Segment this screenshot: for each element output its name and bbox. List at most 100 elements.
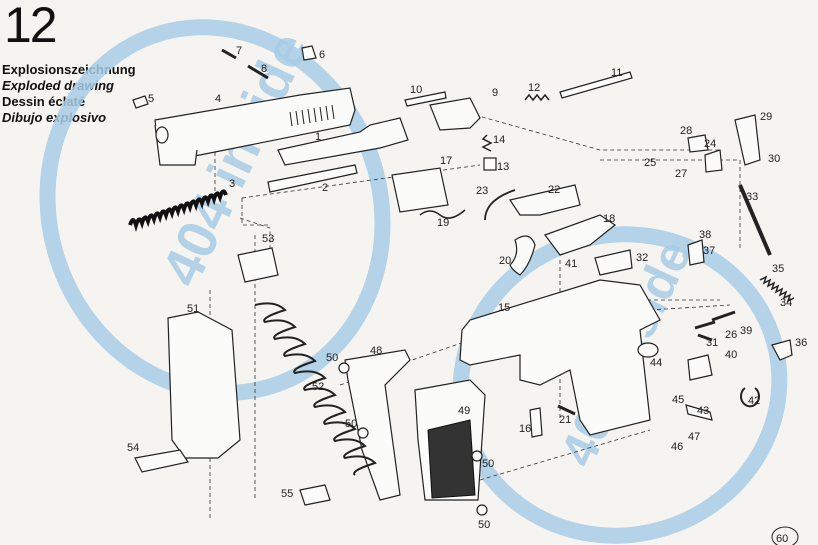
- part-labels: 7 8 6 5 4 10 9 12 11 29 28 24 30 1 14 13…: [127, 45, 807, 531]
- part-24: [704, 149, 723, 173]
- part-52: [254, 302, 377, 476]
- label-50-c: 50: [482, 458, 494, 470]
- label-54: 54: [127, 442, 139, 454]
- part-29: [734, 114, 761, 166]
- label-21: 21: [559, 414, 571, 426]
- label-17: 17: [440, 155, 452, 167]
- part-36: [771, 339, 793, 361]
- part-42: [740, 387, 760, 408]
- part-magazine: [167, 311, 241, 459]
- label-25: 25: [644, 157, 656, 169]
- label-22: 22: [548, 184, 560, 196]
- label-8: 8: [261, 63, 267, 75]
- label-16: 16: [519, 423, 531, 435]
- label-1: 1: [315, 131, 321, 143]
- part-14: [481, 134, 493, 152]
- label-6: 6: [319, 49, 325, 61]
- label-27: 27: [675, 168, 687, 180]
- part-16: [529, 407, 543, 438]
- part-recoil-spring: [128, 189, 228, 232]
- label-53: 53: [262, 233, 274, 245]
- part-guide-rod: [267, 164, 358, 193]
- label-45: 45: [672, 394, 684, 406]
- part-50-d: [476, 504, 488, 516]
- label-12: 12: [528, 82, 540, 94]
- label-41: 41: [565, 258, 577, 270]
- label-30: 30: [768, 153, 780, 165]
- label-47: 47: [688, 431, 700, 443]
- page-number-circle: [771, 526, 799, 545]
- label-15: 15: [498, 302, 510, 314]
- page-number: 60: [771, 526, 799, 545]
- label-51: 51: [187, 303, 199, 315]
- part-18: [544, 214, 617, 256]
- part-slide: [154, 87, 356, 166]
- label-29: 29: [760, 111, 772, 123]
- label-48: 48: [370, 345, 382, 357]
- label-19: 19: [437, 217, 449, 229]
- part-50-a: [338, 362, 350, 374]
- label-4: 4: [215, 93, 221, 105]
- part-19: [419, 209, 466, 219]
- label-46: 46: [671, 441, 683, 453]
- part-barrel: [277, 117, 409, 166]
- part-54: [134, 449, 189, 473]
- part-26: [694, 320, 716, 330]
- part-33: [738, 184, 772, 256]
- watermark-ring-left: [39, 19, 391, 401]
- part-10: [404, 91, 447, 107]
- label-9: 9: [492, 87, 498, 99]
- part-32: [594, 249, 633, 276]
- part-28: [687, 134, 709, 153]
- label-14: 14: [493, 134, 505, 146]
- part-grip-48: [344, 349, 411, 501]
- label-24: 24: [704, 138, 716, 150]
- label-7: 7: [236, 45, 242, 57]
- label-50-d: 50: [478, 519, 490, 531]
- label-49: 49: [458, 405, 470, 417]
- part-23: [484, 189, 516, 221]
- part-50-c: [471, 450, 483, 462]
- part-53: [237, 247, 279, 283]
- part-39: [711, 310, 736, 322]
- label-26: 26: [725, 329, 737, 341]
- part-8: [247, 64, 269, 80]
- part-22: [509, 184, 581, 216]
- label-32: 32: [636, 252, 648, 264]
- label-2: 2: [322, 182, 328, 194]
- label-50-a: 50: [326, 352, 338, 364]
- part-31: [697, 333, 713, 342]
- chapter-number: 12: [4, 0, 58, 53]
- label-52: 52: [312, 381, 324, 393]
- part-11: [559, 71, 633, 99]
- part-50-b: [357, 427, 369, 439]
- label-3: 3: [229, 178, 235, 190]
- label-13: 13: [497, 161, 509, 173]
- part-17: [391, 167, 449, 213]
- grip-checkering: [427, 419, 476, 499]
- label-36: 36: [795, 337, 807, 349]
- label-44: 44: [650, 357, 662, 369]
- label-10: 10: [410, 84, 422, 96]
- part-13: [483, 157, 497, 171]
- label-33: 33: [746, 191, 758, 203]
- label-5: 5: [148, 93, 154, 105]
- title-spanish: Dibujo explosivo: [2, 110, 107, 125]
- label-35: 35: [772, 263, 784, 275]
- label-34: 34: [780, 297, 792, 309]
- part-37: [687, 239, 705, 266]
- page-number-text: 60: [776, 533, 788, 545]
- label-20: 20: [499, 255, 511, 267]
- label-43: 43: [697, 405, 709, 417]
- label-23: 23: [476, 185, 488, 197]
- label-38: 38: [699, 229, 711, 241]
- label-42: 42: [748, 395, 760, 407]
- label-40: 40: [725, 349, 737, 361]
- label-31: 31: [706, 337, 718, 349]
- part-44: [637, 342, 659, 358]
- label-28: 28: [680, 125, 692, 137]
- part-12: [524, 93, 550, 102]
- label-11: 11: [611, 67, 622, 79]
